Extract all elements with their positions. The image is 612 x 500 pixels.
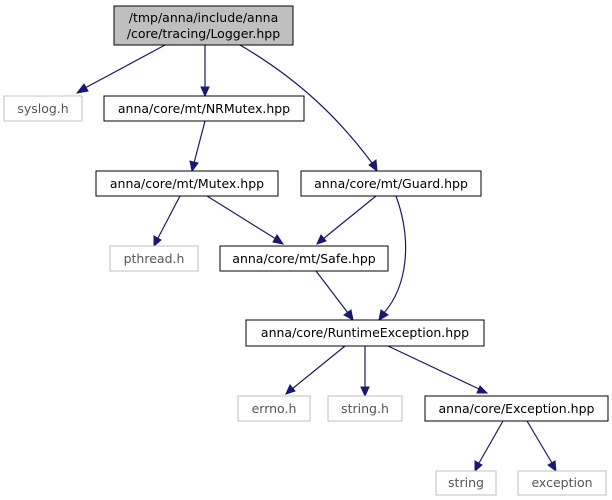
edge-logger-guard-arrow <box>368 159 378 173</box>
node-exception-label: exception <box>531 475 592 490</box>
node-nrmutex-label: anna/core/mt/NRMutex.hpp <box>118 101 290 116</box>
edges <box>75 44 557 473</box>
edge-mutex-safe-arrow <box>272 234 285 245</box>
node-runtime-exception[interactable]: anna/core/RuntimeException.hpp <box>245 319 485 347</box>
node-safe-label: anna/core/mt/Safe.hpp <box>232 251 375 266</box>
node-errno-label: errno.h <box>252 401 297 416</box>
node-string-label: string <box>448 475 484 490</box>
edge-logger-syslog-arrow <box>75 83 89 94</box>
edge-nrmutex-mutex-arrow <box>189 160 199 173</box>
edge-exceptionhpp-string-arrow <box>474 460 483 473</box>
node-mutex[interactable]: anna/core/mt/Mutex.hpp <box>95 170 279 197</box>
edge-nrmutex-mutex <box>193 120 206 164</box>
edge-logger-guard <box>239 44 373 164</box>
node-safe[interactable]: anna/core/mt/Safe.hpp <box>219 245 389 272</box>
node-logger-label-line2: /core/tracing/Logger.hpp <box>127 26 280 41</box>
edge-safe-runtime-arrow <box>343 309 354 321</box>
node-string-h-label: string.h <box>341 401 389 416</box>
node-logger[interactable]: /tmp/anna/include/anna /core/tracing/Log… <box>113 5 294 46</box>
node-exception-hpp-label: anna/core/Exception.hpp <box>439 401 595 416</box>
edge-safe-runtime <box>315 270 349 314</box>
edge-exceptionhpp-exception-arrow <box>547 460 557 473</box>
edge-runtime-exceptionhpp-arrow <box>476 385 489 394</box>
edge-runtime-errno-arrow <box>285 384 296 395</box>
edge-logger-syslog <box>84 44 166 89</box>
node-syslog-label: syslog.h <box>17 101 68 116</box>
edge-guard-runtime <box>383 195 407 314</box>
node-exception[interactable]: exception <box>517 470 607 496</box>
edge-guard-safe-arrow <box>316 234 327 245</box>
edge-mutex-safe <box>206 195 277 240</box>
node-exception-hpp[interactable]: anna/core/Exception.hpp <box>424 395 609 422</box>
edge-guard-runtime-arrow <box>378 309 389 321</box>
node-logger-label-line1: /tmp/anna/include/anna <box>129 10 278 25</box>
node-pthread[interactable]: pthread.h <box>109 245 199 272</box>
node-string-h[interactable]: string.h <box>327 395 403 422</box>
node-nrmutex[interactable]: anna/core/mt/NRMutex.hpp <box>103 95 305 122</box>
node-guard-label: anna/core/mt/Guard.hpp <box>314 176 468 191</box>
edge-mutex-pthread-arrow <box>153 235 162 248</box>
node-mutex-label: anna/core/mt/Mutex.hpp <box>110 176 264 191</box>
node-syslog[interactable]: syslog.h <box>3 95 83 122</box>
edge-exceptionhpp-exception <box>526 420 553 464</box>
node-string[interactable]: string <box>435 470 497 496</box>
node-pthread-label: pthread.h <box>124 251 185 266</box>
node-runtime-exception-label: anna/core/RuntimeException.hpp <box>261 325 469 340</box>
edge-logger-nrmutex-arrow <box>200 86 210 98</box>
node-errno[interactable]: errno.h <box>237 395 311 422</box>
edge-runtime-stringh-arrow <box>360 386 370 398</box>
edge-mutex-pthread <box>157 195 181 239</box>
edge-runtime-errno <box>291 345 346 390</box>
edge-exceptionhpp-string <box>478 420 504 464</box>
node-guard[interactable]: anna/core/mt/Guard.hpp <box>300 170 482 197</box>
edge-guard-safe <box>322 195 377 240</box>
edge-runtime-exceptionhpp <box>387 345 480 390</box>
